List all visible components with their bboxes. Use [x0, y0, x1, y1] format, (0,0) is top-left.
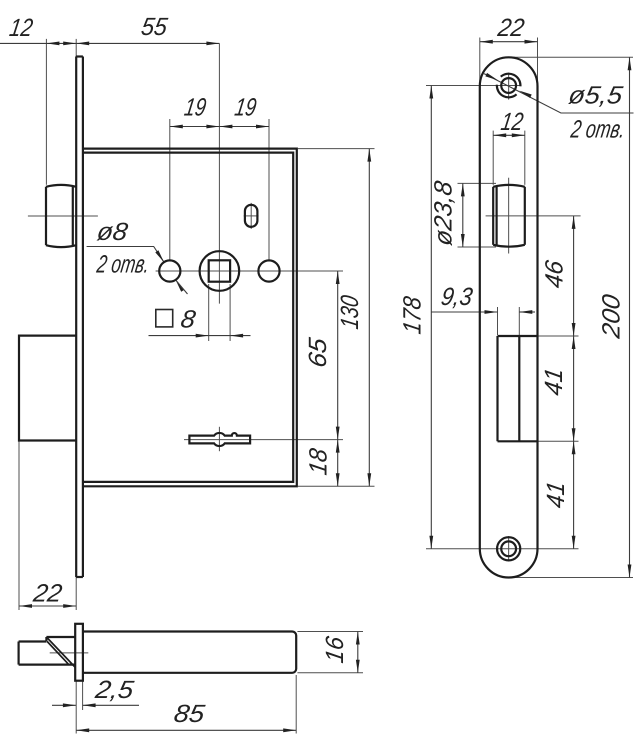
svg-text:ø23,8: ø23,8	[430, 179, 458, 247]
svg-text:41: 41	[542, 480, 570, 510]
svg-text:200: 200	[598, 293, 626, 341]
svg-text:16: 16	[321, 635, 349, 665]
svg-text:2,5: 2,5	[92, 676, 136, 704]
svg-text:8: 8	[179, 306, 198, 334]
svg-text:ø5,5: ø5,5	[567, 82, 626, 110]
svg-text:12: 12	[8, 14, 35, 42]
svg-text:18: 18	[305, 447, 333, 477]
svg-text:178: 178	[399, 295, 427, 336]
svg-text:2 отв.: 2 отв.	[94, 251, 151, 279]
svg-text:19: 19	[233, 94, 259, 122]
svg-text:55: 55	[139, 13, 170, 41]
svg-text:9,3: 9,3	[439, 283, 474, 311]
svg-text:22: 22	[31, 580, 64, 608]
svg-text:65: 65	[304, 335, 332, 369]
svg-text:130: 130	[336, 294, 364, 331]
svg-text:22: 22	[495, 14, 526, 42]
svg-text:41: 41	[540, 366, 568, 397]
svg-text:2 отв.: 2 отв.	[568, 116, 627, 144]
svg-text:19: 19	[182, 94, 208, 122]
svg-text:85: 85	[172, 700, 207, 728]
svg-text:46: 46	[541, 259, 569, 290]
svg-text:12: 12	[499, 108, 525, 136]
svg-text:ø8: ø8	[95, 218, 130, 246]
